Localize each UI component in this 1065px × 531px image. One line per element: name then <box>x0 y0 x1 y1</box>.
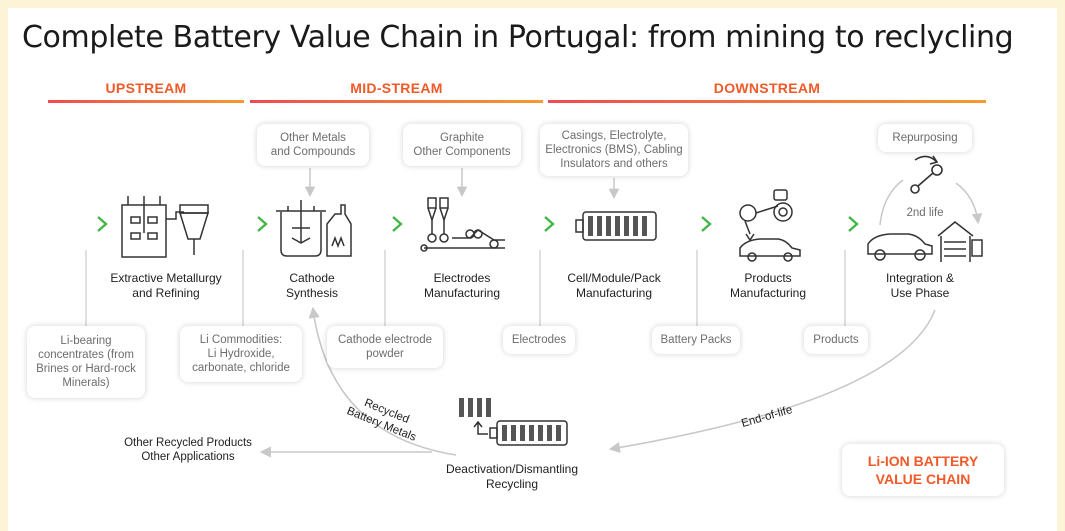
brand-line: Li-ION BATTERY <box>867 453 979 469</box>
second-life-label: 2nd life <box>906 207 944 219</box>
input-label-line: Insulators and others <box>560 158 668 170</box>
output-li-commodities-box: Li Commodities: Li Hydroxide, carbonate,… <box>180 326 302 382</box>
step-integration-use: Integration & Use Phase <box>870 271 970 301</box>
output-cathode-powder-box: Cathode electrode powder <box>327 326 443 368</box>
output-label-line: powder <box>366 348 404 360</box>
recycle-battery-bars-icon <box>502 425 561 441</box>
output-label-line: carbonate, chloride <box>192 362 290 374</box>
stage-upstream: UPSTREAM <box>105 80 187 96</box>
output-products-box: Products <box>804 326 868 354</box>
recycled-metals-arrow <box>308 306 457 456</box>
flow-arrow-head <box>97 216 108 232</box>
output-label-line: Cathode electrode <box>338 334 432 346</box>
input-label-line: Other Metals <box>280 132 346 144</box>
brand-line: VALUE CHAIN <box>875 471 971 487</box>
input-label-line: Casings, Electrolyte, <box>561 130 667 142</box>
output-label-line: Li Hydroxide, <box>207 348 275 360</box>
step-label-line: Recycling <box>485 477 539 491</box>
output-label-line: concentrates (from <box>38 349 134 361</box>
step-label-line: Synthesis <box>285 286 339 300</box>
input-other-metals-box: Other Metals and Compounds <box>257 124 369 166</box>
step-label-line: Use Phase <box>890 286 950 300</box>
step-label-line: Extractive Metallurgy <box>110 271 222 285</box>
input-graphite-box: Graphite Other Components <box>403 124 521 166</box>
output-li-bearing-box: Li-bearing concentrates (from Brines or … <box>27 326 145 398</box>
recycled-label-line: Other Applications <box>141 451 235 463</box>
stage-downstream-bar <box>548 100 986 103</box>
recycle-battery-icon <box>473 420 568 446</box>
step-products-manufacturing: Products Manufacturing <box>718 271 818 301</box>
input-label-line: Electronics (BMS), Cabling <box>545 144 683 156</box>
step-label-line: Electrodes <box>433 271 491 285</box>
input-label-line: Graphite <box>439 132 485 144</box>
stage-midstream-bar <box>250 100 543 103</box>
flow-arrow-head <box>701 216 712 232</box>
cathode-synthesis-icon <box>276 200 352 257</box>
extractive-metallurgy-icon <box>121 196 210 258</box>
output-label-line: Li Commodities: <box>199 334 283 346</box>
flow-arrow-head <box>544 216 555 232</box>
slide-title: Complete Battery Value Chain in Portugal… <box>22 20 1014 55</box>
flow-arrow-head <box>257 216 268 232</box>
output-battery-packs-box: Battery Packs <box>652 326 740 354</box>
input-label-line: and Compounds <box>270 146 356 158</box>
input-repurposing-box: Repurposing <box>878 124 972 152</box>
step-label-line: Manufacturing <box>423 286 501 300</box>
input-label-line: Other Components <box>413 146 511 158</box>
flow-arrow-head <box>848 216 859 232</box>
flow-arrow-head <box>392 216 403 232</box>
output-label-line: Li-bearing <box>60 335 112 347</box>
stage-upstream-bar <box>48 100 244 103</box>
home-storage-icon <box>937 221 983 262</box>
output-label-line: Brines or Hard-rock <box>36 363 136 375</box>
stage-downstream: DOWNSTREAM <box>713 80 821 96</box>
step-extractive-metallurgy: Extractive Metallurgy and Refining <box>96 271 236 301</box>
output-electrodes-box: Electrodes <box>503 326 575 354</box>
end-of-life-arrow <box>608 309 936 454</box>
battery-cell-icon <box>575 211 657 241</box>
other-recycled-label: Other Recycled Products Other Applicatio… <box>104 436 272 464</box>
step-cathode-synthesis: Cathode Synthesis <box>262 271 362 301</box>
step-label-line: Deactivation/Dismantling <box>445 462 579 476</box>
battery-cell-bars-icon <box>577 216 647 236</box>
step-label-line: Manufacturing <box>729 286 807 300</box>
car-icon <box>739 238 801 262</box>
stage-midstream: MID-STREAM <box>350 80 443 96</box>
step-electrodes-manufacturing: Electrodes Manufacturing <box>412 271 512 301</box>
step-cell-module-pack: Cell/Module/Pack Manufacturing <box>556 271 672 301</box>
second-life-arrow <box>879 179 904 226</box>
step-label-line: Manufacturing <box>575 286 653 300</box>
output-label-line: Minerals) <box>62 377 110 389</box>
ev-car-icon <box>867 233 933 261</box>
step-label-line: Integration & <box>885 271 955 285</box>
step-label-line: Cathode <box>289 271 335 285</box>
slide-panel <box>8 8 1057 531</box>
recycled-label-line: Other Recycled Products <box>124 437 252 449</box>
step-label-line: and Refining <box>132 286 200 300</box>
electrodes-manufacturing-icon <box>420 197 505 252</box>
wrench-icon <box>910 155 943 194</box>
second-life-arrow <box>955 182 983 225</box>
step-label-line: Cell/Module/Pack <box>567 271 661 285</box>
robot-arm-icon <box>739 189 793 242</box>
step-label-line: Products <box>744 271 792 285</box>
step-deactivation-recycling: Deactivation/Dismantling Recycling <box>428 462 596 492</box>
brand-box: Li-ION BATTERY VALUE CHAIN <box>842 444 1004 496</box>
input-casings-box: Casings, Electrolyte, Electronics (BMS),… <box>540 124 688 176</box>
battery-cells-icon <box>459 398 491 417</box>
